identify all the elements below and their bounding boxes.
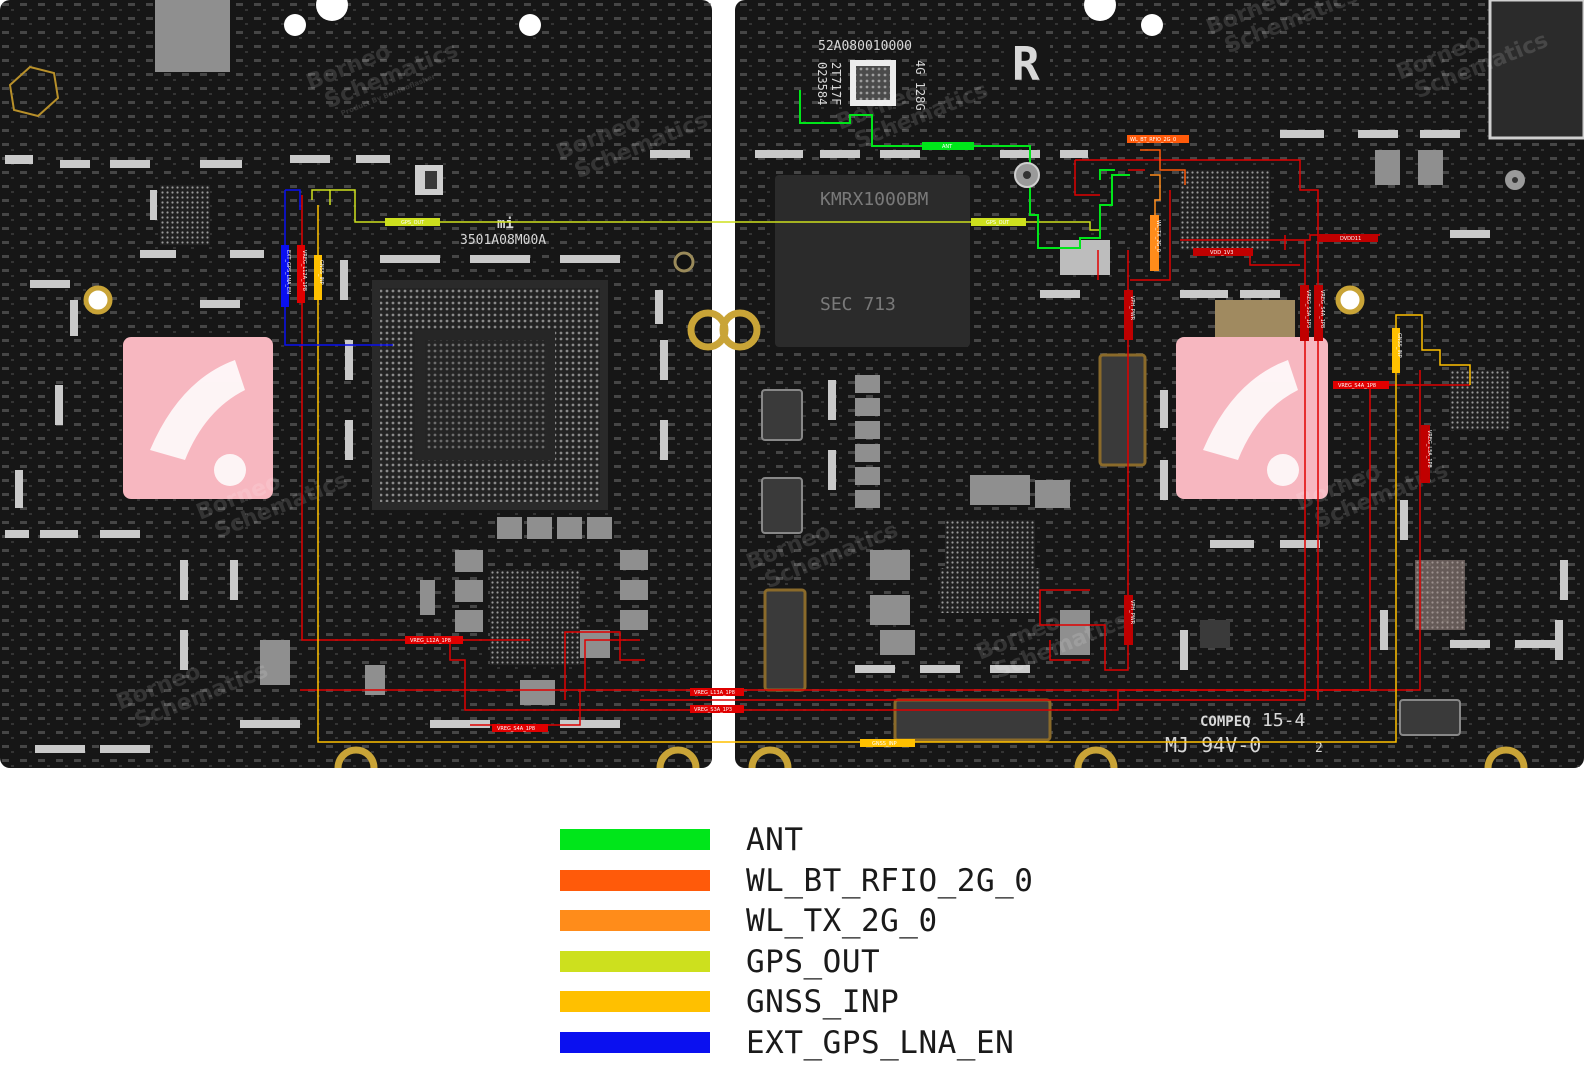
net-tag-vreg-s4a-right-label: VREG_S4A_1P8 bbox=[1338, 383, 1376, 389]
legend-swatch bbox=[560, 910, 710, 931]
net-tag-vreg-l12a-left-label: VREG_L12A_1P8 bbox=[301, 250, 307, 291]
legend-label: WL_TX_2G_0 bbox=[746, 903, 938, 939]
net-tag-ext-gps-lna-en-label: EXT_GPS_LNA_EN bbox=[285, 250, 291, 294]
net-tag-vdd-1v3-label: VDD_1V3 bbox=[1210, 250, 1233, 256]
net-tag-vreg-s4a-vert: VREG_S4A_1P8 bbox=[1314, 285, 1325, 341]
net-tag-ext-gps-lna-en: EXT_GPS_LNA_EN bbox=[281, 245, 291, 307]
net-tag-vph-pwr-1: VPH_PWR bbox=[1124, 290, 1135, 340]
legend-swatch bbox=[560, 991, 710, 1012]
legend-label: WL_BT_RFIO_2G_0 bbox=[746, 862, 1034, 899]
emmc-chip bbox=[775, 175, 970, 347]
legend-swatch bbox=[560, 950, 710, 972]
net-tag-gnss-inp-bottom: GNSS_INP bbox=[860, 739, 915, 747]
pcb-board-photo: 3501A08M00A mi 52A080010000 2T717F 02358… bbox=[0, 0, 1584, 769]
net-tag-gnss-inp-left: GNSS_INP bbox=[314, 255, 324, 300]
legend-label: EXT_GPS_LNA_EN bbox=[746, 1024, 1015, 1061]
net-tag-vreg-l12a-bottom: VREG_L12A_1P8 bbox=[405, 636, 463, 644]
net-tag-vph-pwr-1-label: VPH_PWR bbox=[1129, 296, 1135, 321]
net-tag-vreg-s4a-right: VREG_S4A_1P8 bbox=[1333, 381, 1389, 389]
net-tag-gps-out-left-label: GPS_OUT bbox=[401, 220, 425, 226]
memory-size: 4G 128G bbox=[913, 60, 927, 111]
side-marker: R bbox=[1012, 37, 1040, 91]
gps-out-trace bbox=[311, 189, 1100, 231]
legend-label: ANT bbox=[746, 822, 804, 858]
board-rating-suffix: 2 bbox=[1315, 741, 1323, 756]
net-tag-gnss-inp-right: GNSS_INP bbox=[1392, 328, 1402, 373]
net-tag-dvdd11-label: DVDD11 bbox=[1340, 236, 1361, 242]
net-tag-gps-out-right-label: GPS_OUT bbox=[986, 220, 1010, 226]
legend-swatch bbox=[560, 1031, 710, 1053]
wl-tx-trace bbox=[1150, 174, 1161, 215]
net-tag-vph-pwr-2-label: VPH_PWR bbox=[1129, 600, 1135, 625]
legend-item: ANT bbox=[560, 818, 1260, 859]
net-tag-vreg-s3a-vert-label: VREG_S3A_1P3 bbox=[1305, 290, 1311, 328]
net-tag-vreg-l5a-label: VREG_L5A_1P8 bbox=[1426, 430, 1432, 468]
cpu-marking: 3501A08M00A bbox=[460, 233, 546, 248]
compeq-mark: COMPEQ bbox=[1200, 714, 1251, 730]
connectors bbox=[761, 0, 1584, 742]
legend-label: GPS_OUT bbox=[746, 943, 881, 980]
net-tag-gnss-inp-left-label: GNSS_INP bbox=[318, 260, 324, 285]
antenna-connector bbox=[1014, 162, 1525, 190]
net-tag-vph-pwr-2: VPH_PWR bbox=[1124, 595, 1135, 645]
legend-item: GNSS_INP bbox=[560, 980, 1260, 1021]
ant-trace bbox=[799, 90, 1130, 249]
mi-logo-mark: mi bbox=[497, 216, 514, 232]
net-tag-wl-bt-rfio: WL_BT_RFIO_2G_0 bbox=[1127, 135, 1189, 143]
net-tag-vreg-s3a-vert: VREG_S3A_1P3 bbox=[1300, 285, 1311, 341]
legend-label: GNSS_INP bbox=[746, 984, 900, 1020]
emmc-code-2: 023584 bbox=[815, 62, 829, 105]
net-tag-dvdd11: DVDD11 bbox=[1318, 234, 1378, 242]
net-tag-wl-tx: WL_TX_2G_0 bbox=[1150, 215, 1161, 271]
emmc-code-1: 2T717F bbox=[829, 62, 843, 105]
net-tag-vreg-l13a: VREG_L13A_1P8 bbox=[690, 688, 744, 696]
chip-marking-line-2: SEC 713 bbox=[820, 294, 896, 315]
gnss-inp-trace bbox=[317, 205, 1471, 743]
ext-gps-lna-en-trace bbox=[284, 189, 393, 346]
wl-bt-rfio-trace bbox=[1140, 149, 1186, 185]
legend-item: WL_BT_RFIO_2G_0 bbox=[560, 859, 1260, 900]
net-tag-gnss-inp-bottom-label: GNSS_INP bbox=[872, 741, 897, 747]
net-tag-gnss-inp-right-label: GNSS_INP bbox=[1396, 333, 1402, 358]
emmc-marking: 52A080010000 bbox=[818, 39, 912, 54]
net-tag-vreg-l12a-left: VREG_L12A_1P8 bbox=[297, 245, 307, 303]
net-tag-wl-bt-rfio-label: WL_BT_RFIO_2G_0 bbox=[1130, 137, 1176, 143]
passive-components bbox=[155, 0, 1443, 705]
net-tag-vreg-l13a-label: VREG_L13A_1P8 bbox=[694, 690, 735, 696]
net-tag-vreg-s4a-bottom: VREG_S4A_1P8 bbox=[492, 724, 548, 732]
net-tag-gps-out-right: GPS_OUT bbox=[971, 218, 1026, 226]
net-tag-vreg-l12a-bottom-label: VREG_L12A_1P8 bbox=[410, 638, 451, 644]
chip-marking-line-1: KMRX1000BM bbox=[820, 189, 929, 210]
net-tag-vreg-l5a: VREG_L5A_1P8 bbox=[1421, 425, 1432, 483]
legend-swatch bbox=[560, 829, 710, 850]
legend-item: EXT_GPS_LNA_EN bbox=[560, 1021, 1260, 1062]
mounting-holes bbox=[83, 0, 1365, 315]
legend-item: WL_TX_2G_0 bbox=[560, 899, 1260, 940]
legend-item: GPS_OUT bbox=[560, 940, 1260, 981]
net-tag-ant-label: ANT bbox=[942, 144, 953, 150]
compeq-code: 15-4 bbox=[1262, 710, 1305, 731]
net-tag-vreg-s3a-label: VREG_S3A_1P3 bbox=[694, 707, 732, 713]
board-rating: MJ 94V-0 bbox=[1165, 733, 1261, 757]
net-tag-vdd-1v3: VDD_1V3 bbox=[1193, 248, 1253, 256]
net-tag-vreg-s4a-vert-label: VREG_S4A_1P8 bbox=[1319, 290, 1325, 328]
net-tag-vreg-s4a-bottom-label: VREG_S4A_1P8 bbox=[497, 726, 535, 732]
pmic-chip bbox=[490, 570, 580, 665]
net-tag-vreg-s3a: VREG_S3A_1P3 bbox=[690, 705, 744, 713]
legend-swatch bbox=[560, 869, 710, 891]
net-tag-gps-out-left: GPS_OUT bbox=[385, 218, 440, 226]
net-tag-ant: ANT bbox=[922, 142, 974, 150]
net-tag-wl-tx-label: WL_TX_2G_0 bbox=[1155, 220, 1161, 252]
